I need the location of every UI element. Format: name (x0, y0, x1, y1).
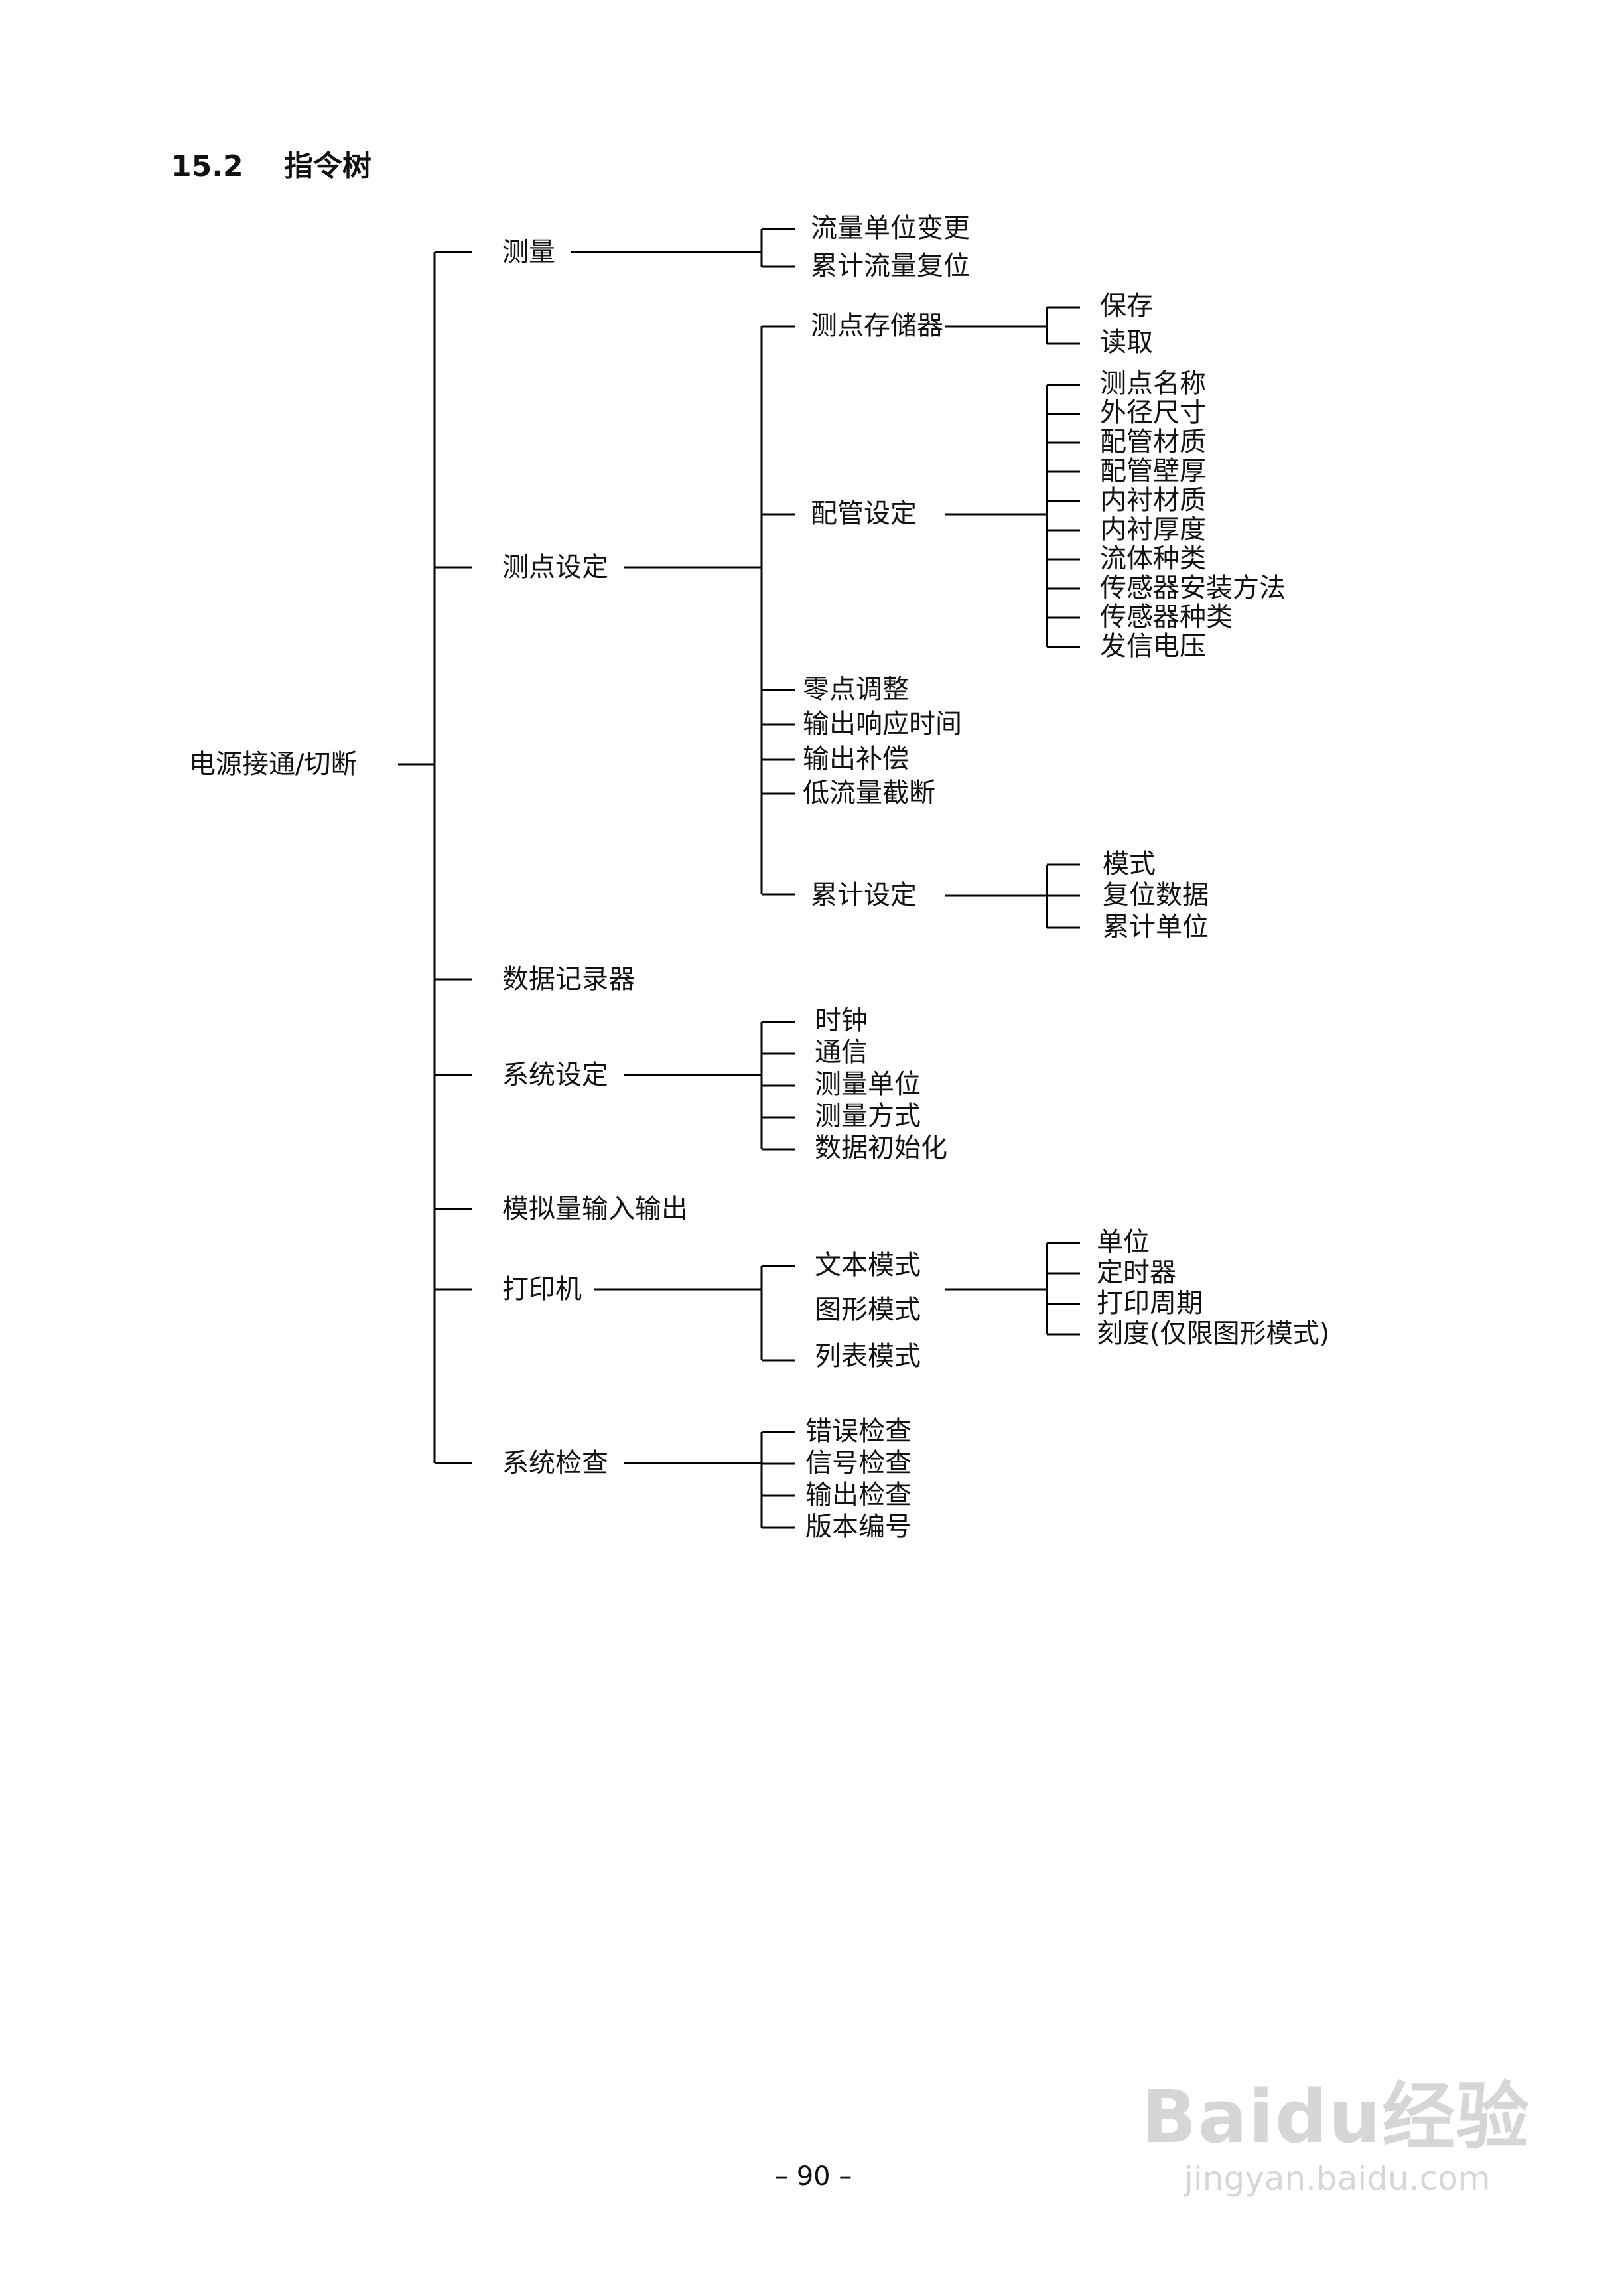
leaf-system-3: 测量单位 (815, 1069, 921, 1100)
leaf-pipe-3: 配管材质 (1100, 427, 1206, 457)
leaf-print-2: 定时器 (1097, 1257, 1176, 1288)
leaf-print-1: 单位 (1097, 1227, 1150, 1257)
node-graph-mode: 图形模式 (815, 1295, 921, 1325)
leaf-pipe-9: 传感器种类 (1100, 602, 1233, 632)
leaf-total-1: 模式 (1103, 849, 1156, 879)
section-number: 15.2 (171, 149, 243, 183)
leaf-memory-read: 读取 (1100, 327, 1153, 358)
leaf-output-compensation: 输出补偿 (803, 744, 909, 774)
node-printer: 打印机 (502, 1274, 582, 1305)
leaf-pipe-10: 发信电压 (1100, 631, 1206, 662)
leaf-pipe-4: 配管壁厚 (1100, 456, 1206, 486)
tree-root-power: 电源接通/切断 (189, 749, 358, 780)
watermark-brand: Baidu经验 (1141, 2074, 1530, 2159)
node-system-setting: 系统设定 (502, 1060, 608, 1090)
node-pipe-setting: 配管设定 (811, 498, 917, 529)
leaf-system-2: 通信 (815, 1037, 868, 1068)
node-measure: 测量 (502, 237, 555, 267)
page-number: – 90 – (775, 2161, 852, 2192)
node-analog-io: 模拟量输入输出 (502, 1194, 688, 1224)
watermark-url: jingyan.baidu.com (1184, 2159, 1491, 2198)
leaf-memory-save: 保存 (1100, 291, 1153, 321)
leaf-print-3: 打印周期 (1097, 1288, 1203, 1318)
leaf-output-response: 输出响应时间 (803, 709, 962, 739)
leaf-pipe-6: 内衬厚度 (1100, 514, 1206, 545)
section-title: 指令树 (283, 149, 372, 183)
node-total-setting: 累计设定 (811, 880, 917, 910)
leaf-print-4: 刻度(仅限图形模式) (1097, 1318, 1330, 1349)
leaf-measure-1: 流量单位变更 (811, 213, 970, 244)
node-text-mode: 文本模式 (815, 1250, 921, 1281)
leaf-check-4: 版本编号 (805, 1512, 912, 1542)
leaf-system-4: 测量方式 (815, 1101, 921, 1131)
leaf-zero-adjust: 零点调整 (803, 674, 909, 705)
node-point-setting: 测点设定 (502, 552, 608, 583)
leaf-pipe-2: 外径尺寸 (1100, 397, 1206, 428)
node-list-mode: 列表模式 (815, 1341, 921, 1372)
leaf-check-2: 信号检查 (805, 1448, 912, 1478)
leaf-total-2: 复位数据 (1103, 880, 1209, 910)
leaf-total-3: 累计单位 (1103, 912, 1209, 942)
leaf-pipe-5: 内衬材质 (1100, 485, 1206, 516)
leaf-check-1: 错误检查 (805, 1416, 912, 1447)
node-system-check: 系统检查 (502, 1448, 608, 1478)
leaf-measure-2: 累计流量复位 (811, 251, 970, 281)
leaf-pipe-7: 流体种类 (1100, 543, 1206, 574)
leaf-system-5: 数据初始化 (815, 1133, 947, 1163)
leaf-system-1: 时钟 (815, 1005, 868, 1036)
leaf-pipe-1: 测点名称 (1100, 368, 1206, 399)
section-heading: 15.2 指令树 (171, 149, 372, 184)
leaf-low-flow-cutoff: 低流量截断 (803, 778, 935, 808)
leaf-check-3: 输出检查 (805, 1480, 912, 1510)
node-point-memory: 测点存储器 (811, 311, 943, 341)
node-datalogger: 数据记录器 (502, 964, 635, 995)
leaf-pipe-8: 传感器安装方法 (1100, 573, 1286, 603)
